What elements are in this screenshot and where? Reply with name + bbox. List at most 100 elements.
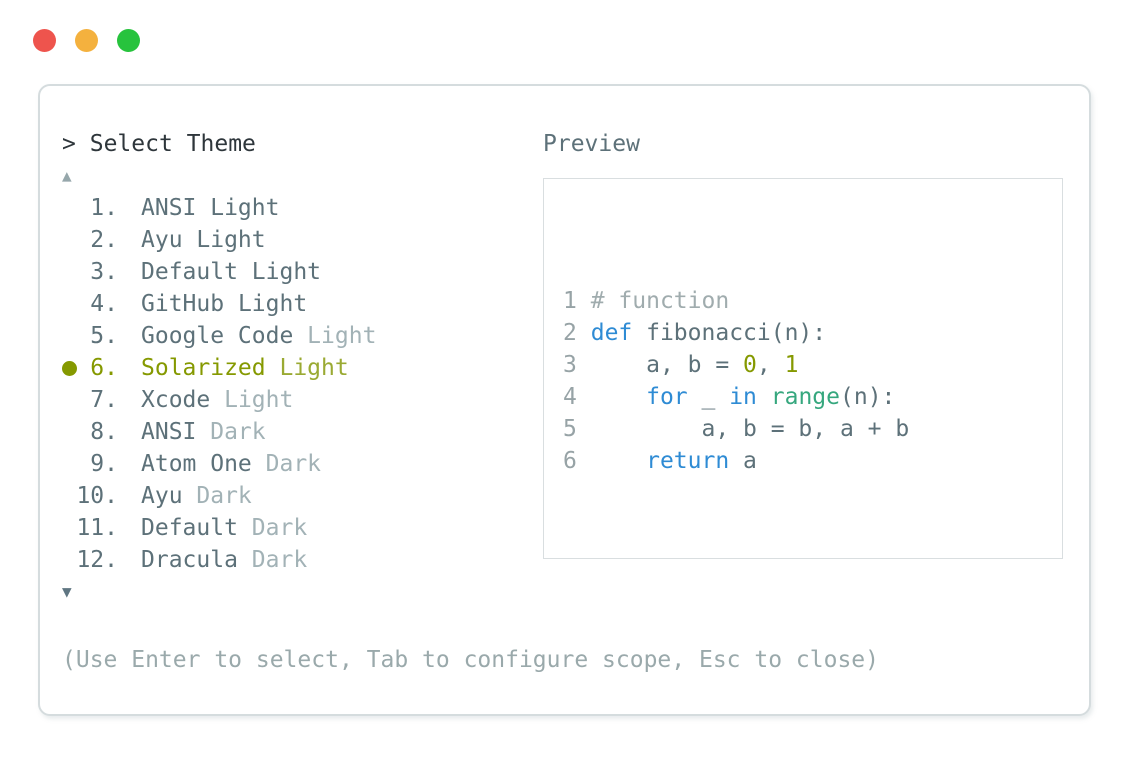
- gap: [577, 320, 591, 346]
- bullet-slot: [62, 288, 76, 320]
- code-token: a, b =: [590, 352, 744, 378]
- line-number: 3: [563, 352, 577, 378]
- line-number: 6: [563, 448, 577, 474]
- bullet-slot: [62, 448, 76, 480]
- code-token: in: [729, 384, 757, 410]
- theme-variant: Dark: [182, 483, 252, 509]
- theme-variant: Light: [237, 259, 322, 285]
- zoom-button[interactable]: [117, 29, 140, 52]
- theme-option-ansi-light[interactable]: 1. ANSI Light: [62, 192, 543, 224]
- theme-number: 12.: [76, 547, 118, 573]
- theme-option-default-light[interactable]: 3.Default Light: [62, 256, 543, 288]
- code-token: for: [646, 384, 688, 410]
- theme-number: 3.: [90, 259, 118, 285]
- code-line: 4 for _ in range(n):: [563, 381, 1062, 413]
- line-number: 5: [563, 416, 577, 442]
- theme-name: Ayu: [141, 483, 183, 509]
- theme-number: 7.: [90, 387, 118, 413]
- theme-number: 4.: [90, 291, 118, 317]
- theme-name: Google Code: [141, 323, 294, 349]
- code-line: 5 a, b = b, a + b: [563, 413, 1062, 445]
- code-token: (n):: [840, 384, 896, 410]
- theme-name: GitHub: [141, 291, 225, 317]
- gap: [577, 448, 591, 474]
- theme-name: Atom One: [141, 451, 252, 477]
- theme-variant: Dark: [237, 515, 308, 541]
- line-number: 4: [563, 384, 577, 410]
- theme-variant: Dark: [251, 451, 322, 477]
- gap: [577, 416, 591, 442]
- bullet-slot: [62, 224, 76, 256]
- selected-bullet-slot: [62, 352, 77, 384]
- theme-option-default-dark[interactable]: 11.Default Dark: [62, 512, 543, 544]
- code-line: 6 return a: [563, 445, 1062, 477]
- theme-name: Solarized: [141, 355, 266, 381]
- theme-option-solarized-light[interactable]: 6. Solarized Light: [62, 352, 543, 384]
- theme-number: 5.: [90, 323, 118, 349]
- theme-number: 2.: [90, 227, 118, 253]
- theme-number: 8.: [90, 419, 118, 445]
- bullet-slot: [62, 512, 76, 544]
- bullet-slot: [62, 320, 76, 352]
- theme-option-ayu-light[interactable]: 2. Ayu Light: [62, 224, 543, 256]
- theme-variant: Light: [265, 355, 349, 381]
- theme-variant: Light: [196, 195, 280, 221]
- theme-option-ayu-dark[interactable]: 10.Ayu Dark: [62, 480, 543, 512]
- preview-label: Preview: [543, 131, 640, 157]
- theme-number: 11.: [76, 515, 118, 541]
- theme-variant: Light: [224, 291, 308, 317]
- theme-name: Ayu: [141, 227, 183, 253]
- theme-option-google-code-light[interactable]: 5. Google Code Light: [62, 320, 543, 352]
- bullet-slot: [62, 192, 76, 224]
- page-title: Select Theme: [89, 131, 256, 157]
- bullet-slot: [62, 544, 76, 576]
- code-line: 3 a, b = 0, 1: [563, 349, 1062, 381]
- theme-option-dracula-dark[interactable]: 12.Dracula Dark: [62, 544, 543, 576]
- theme-variant: Light: [182, 227, 266, 253]
- theme-number: 1.: [90, 195, 118, 221]
- bullet-slot: [62, 416, 76, 448]
- bullet-slot: [62, 384, 76, 416]
- minimize-button[interactable]: [75, 29, 98, 52]
- code-token: def: [590, 320, 633, 346]
- code-token: a: [729, 448, 757, 474]
- gap: [577, 288, 591, 314]
- code-token: # function: [590, 288, 730, 314]
- code-token: _: [687, 384, 730, 410]
- theme-variant: Light: [210, 387, 294, 413]
- theme-option-github-light[interactable]: 4. GitHub Light: [62, 288, 543, 320]
- theme-variant: Dark: [237, 547, 308, 573]
- theme-number: 6.: [90, 355, 118, 381]
- close-button[interactable]: [33, 29, 56, 52]
- blank-line: [563, 529, 1062, 558]
- theme-option-atom-one-dark[interactable]: 9. Atom One Dark: [62, 448, 543, 480]
- code-token: fibonacci(n):: [632, 320, 827, 346]
- window-controls: [33, 29, 140, 52]
- code-token: return: [646, 448, 730, 474]
- theme-variant: Light: [293, 323, 377, 349]
- code-token: range: [770, 384, 841, 410]
- bullet-slot: [62, 256, 76, 288]
- theme-number: 9.: [90, 451, 118, 477]
- code-token: a, b = b, a + b: [590, 416, 910, 442]
- theme-name: ANSI: [141, 195, 197, 221]
- code-token: ,: [756, 352, 785, 378]
- scroll-up-icon[interactable]: ▲: [62, 166, 72, 185]
- bullet-slot: [62, 480, 76, 512]
- prompt-caret: >: [62, 131, 76, 157]
- prompt-row: > Select Theme: [62, 128, 543, 160]
- code-token: [591, 448, 646, 474]
- code-token: [757, 384, 771, 410]
- scroll-down-icon[interactable]: ▼: [62, 582, 72, 601]
- theme-option-ansi-dark[interactable]: 8. ANSI Dark: [62, 416, 543, 448]
- gap: [577, 384, 591, 410]
- theme-name: ANSI: [141, 419, 197, 445]
- line-number: 2: [563, 320, 577, 346]
- code-line: 2 def fibonacci(n):: [563, 317, 1062, 349]
- theme-variant: Dark: [196, 419, 266, 445]
- theme-option-xcode-light[interactable]: 7. Xcode Light: [62, 384, 543, 416]
- theme-name: Xcode: [141, 387, 211, 413]
